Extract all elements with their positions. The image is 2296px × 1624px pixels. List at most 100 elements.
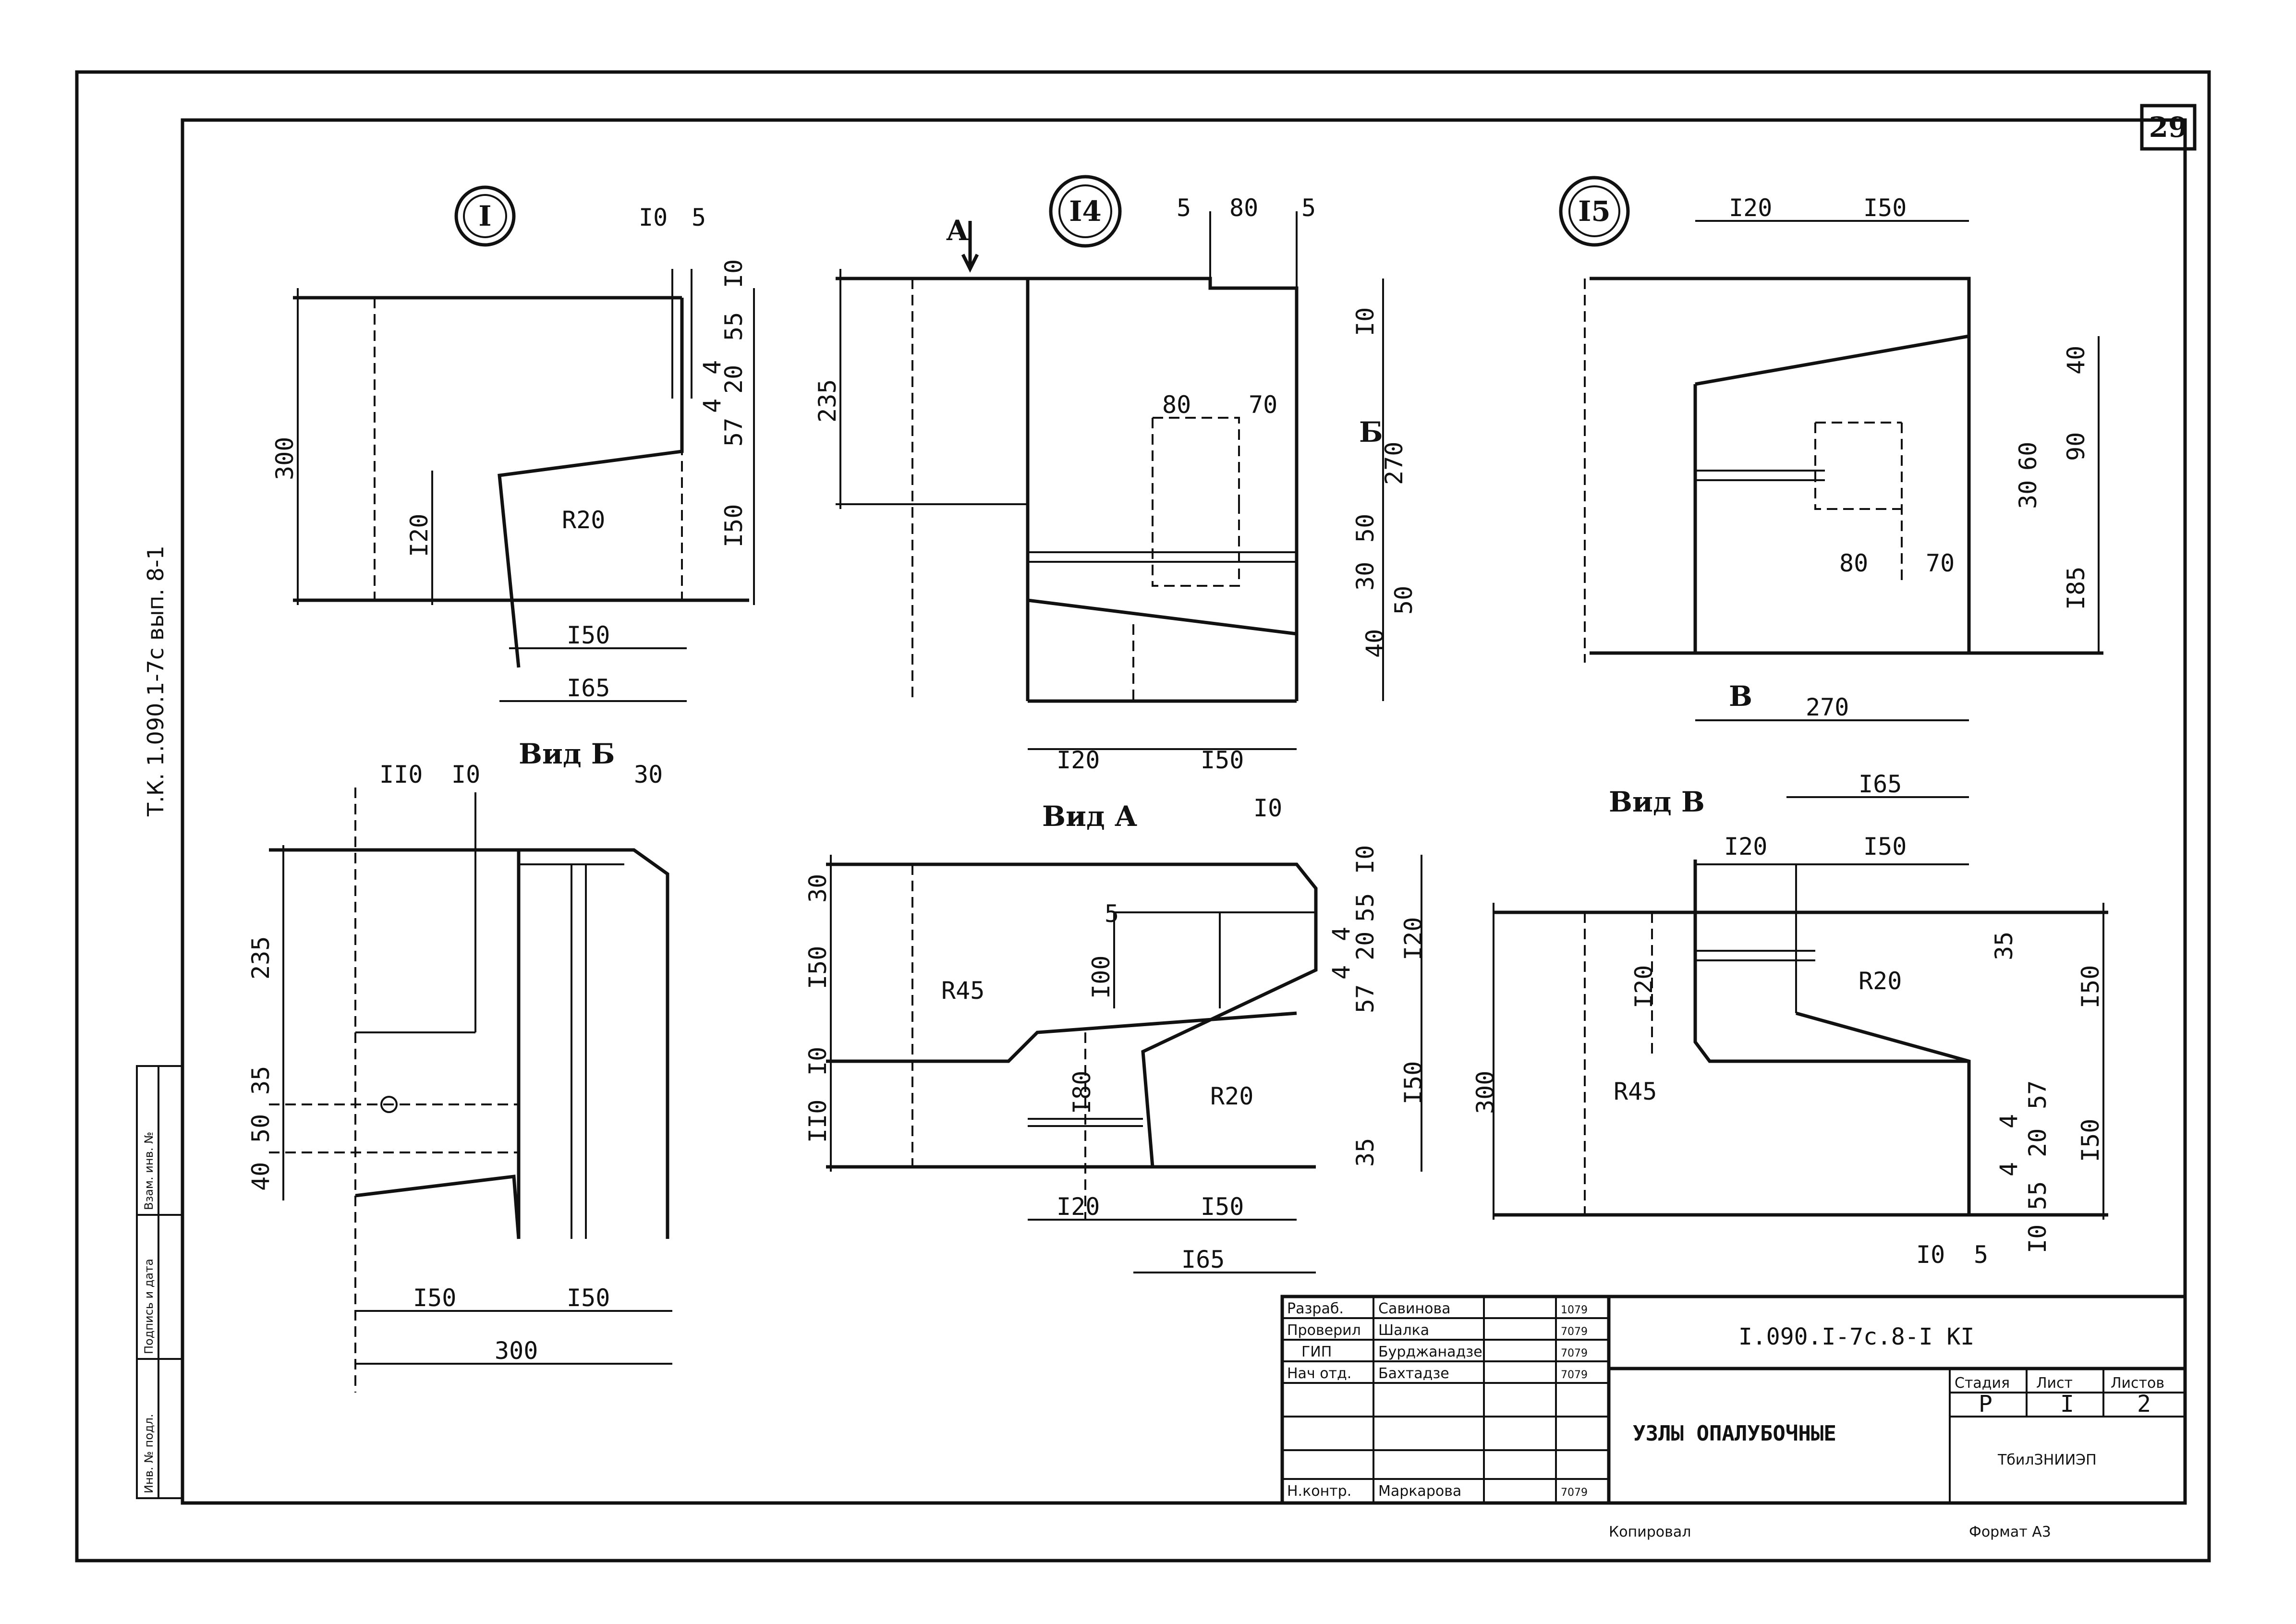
node-1-section: I I0 5 I0 55 4 20 4 57 300 I20 R20 I50 I… [271,185,755,702]
tb-name: Бурджанадзе [1378,1344,1482,1360]
dim: I50 [2077,965,2104,1008]
view-b2-label: Вид В [1609,786,1705,818]
node-14-section: I4 А 5 80 5 235 I0 80 70 Б 270 50 30 50 … [814,175,1418,774]
view-a-label: Вид А [1042,800,1137,833]
dim: 55 [2024,1181,2052,1210]
dim: I50 [2077,1119,2104,1162]
tb-date: 7079 [1561,1347,1588,1359]
sheet-inner-frame [181,118,2187,1505]
binding-fields-box [136,1065,183,1499]
dim: I50 [1399,1061,1427,1104]
dim: 50 [1390,586,1418,615]
tb-name: Савинова [1378,1300,1451,1317]
dim: 40 [247,1162,275,1191]
tb-sheet-value: I [2060,1391,2074,1418]
tb-date: 7079 [1561,1326,1588,1338]
dim: 4 [1995,1162,2023,1176]
tb-date: 7079 [1561,1369,1588,1381]
dim: 57 [720,418,748,447]
tb-role: Проверил [1287,1322,1361,1339]
dim: 300 [1471,1071,1499,1114]
side-stamp: Т.К. 1.090.1-7с вып. 8-1 [143,545,169,817]
dim: 80 [1162,391,1191,419]
tb-role: Разраб. [1287,1300,1344,1317]
tb-date: 7079 [1561,1487,1588,1499]
dim: II0 [379,761,423,788]
dim: I85 [2062,567,2090,610]
tb-doc-code: I.090.I-7с.8-I КI [1738,1323,1974,1350]
tb-title: УЗЛЫ ОПАЛУБОЧНЫЕ [1633,1421,1836,1446]
dim: I0 [720,259,748,288]
dim: I20 [1057,746,1100,774]
dim: 4 [1327,965,1355,980]
dim: I20 [1724,833,1767,860]
dim: I20 [1729,194,1772,222]
node-15-section: I5 I20 I50 40 60 90 30 80 70 I85 В 270 [1559,176,2103,721]
view-a-section: Вид А I0 30 I50 I0 II0 I00 5 R45 I80 R20… [804,794,1427,1273]
dim: R20 [1210,1082,1253,1110]
page-number: 29 [2149,111,2188,144]
dim: 35 [1990,932,2018,960]
footer-copied-by: Копировал [1609,1524,1691,1540]
tb-role: Нач отд. [1287,1365,1351,1382]
dim: 90 [2062,432,2090,461]
dim: 5 [1105,900,1119,928]
dim: 40 [2062,346,2090,375]
footer-format: Формат А3 [1969,1524,2051,1540]
dim: I0 [1253,794,1282,822]
binding-field-2: Подпись и дата [142,1259,156,1354]
dim: I0 [804,1047,832,1076]
dim: I50 [804,946,832,989]
dim: 270 [1380,442,1408,485]
dim: I20 [1057,1193,1100,1221]
dim: 5 [1974,1241,1988,1269]
dim: 50 [247,1114,275,1143]
dim: 57 [1351,984,1379,1013]
tb-sheets-label: Листов [2111,1375,2164,1392]
dim: 20 [1351,932,1379,960]
dim: 55 [1351,893,1379,922]
dim: 80 [1839,549,1868,577]
page-number-box [2140,104,2197,151]
dim: 4 [1327,927,1355,941]
dim: 70 [1249,391,1277,419]
dim: 57 [2024,1080,2052,1109]
dim: I0 [639,204,668,231]
tb-role: Н.контр. [1287,1483,1351,1500]
arrow-a-top: А [946,214,969,247]
dim: 235 [247,936,275,980]
dim: 35 [247,1066,275,1095]
dim: 4 [698,399,726,413]
arrow-b-marker: Б [1359,416,1383,448]
dim: 50 [1351,514,1379,543]
dim: I65 [1859,770,1902,798]
dim: I50 [567,1284,610,1312]
tb-name: Маркарова [1378,1483,1461,1500]
tb-name: Шалка [1378,1322,1429,1339]
dim: I50 [1201,1193,1244,1221]
dim: I65 [567,674,610,702]
node-15-label: I5 [1578,195,1611,228]
dim: 4 [698,360,726,375]
dim: 235 [814,379,841,423]
dim: I50 [1201,746,1244,774]
tb-role: ГИП [1301,1344,1332,1360]
dim: R20 [562,506,605,534]
binding-field-3: Взам. инв. № [142,1132,156,1210]
dim: 80 [1229,194,1258,222]
dim: 270 [1806,693,1849,721]
dim: II0 [804,1100,832,1143]
dim: R45 [941,977,984,1005]
dim: I0 [1351,307,1379,336]
dim: 5 [692,204,706,231]
dim: 30 [634,761,663,788]
dim: 30 [2014,480,2042,509]
dim: I20 [1399,917,1427,960]
dim: 5 [1301,194,1316,222]
dim: 20 [720,365,748,394]
tb-name: Бахтадзе [1378,1365,1449,1382]
dim: I80 [1068,1071,1096,1114]
binding-field-1: Инв. № подл. [142,1414,156,1493]
dim: 20 [2024,1128,2052,1157]
dim: 5 [1177,194,1191,222]
